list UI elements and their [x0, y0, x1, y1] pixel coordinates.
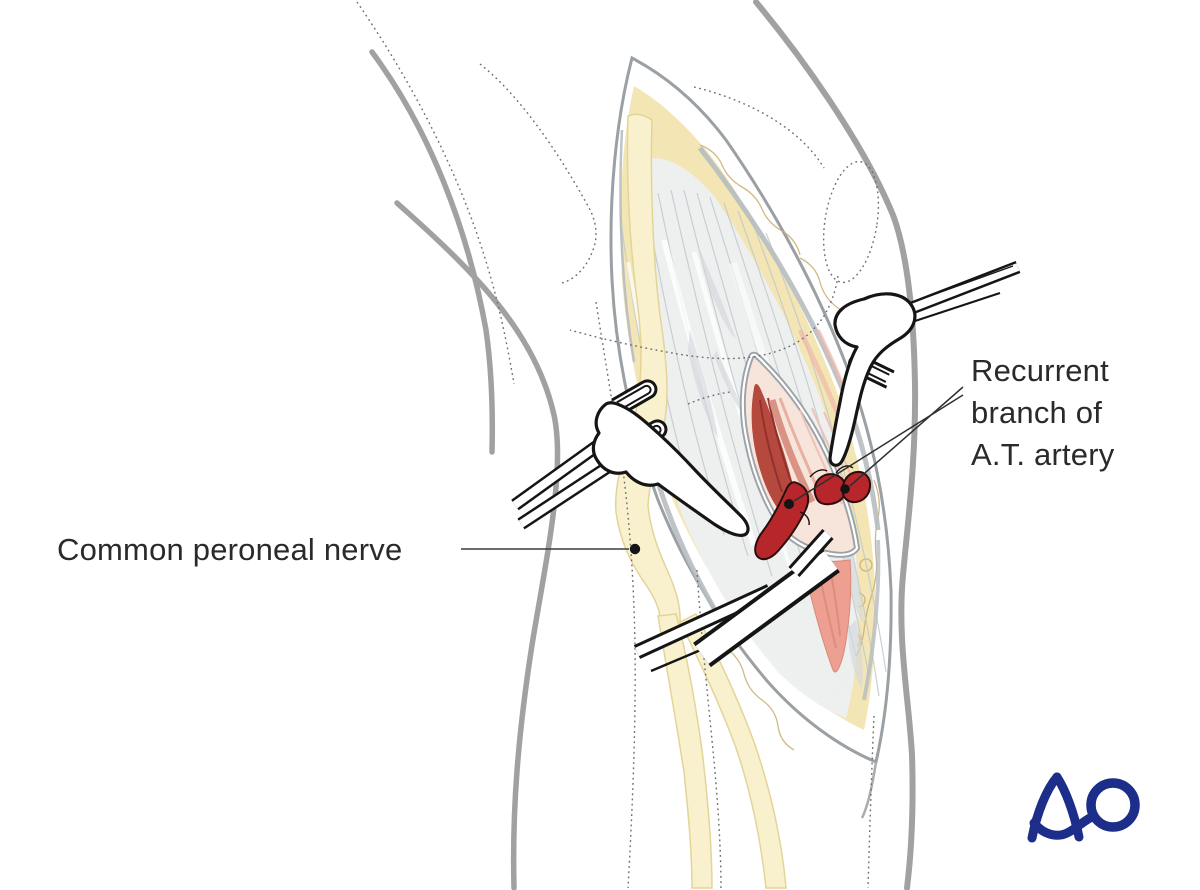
hamstring-calf-contour	[394, 200, 561, 890]
fibular-head-dotted	[822, 160, 880, 284]
incision-wound	[609, 55, 893, 819]
ao-logo	[1027, 772, 1140, 843]
nerve-branch-deep	[678, 613, 787, 889]
artery-stump-left	[754, 481, 810, 561]
artery-label-line3: A.T. artery	[971, 437, 1115, 472]
leader-line-artery	[793, 386, 964, 502]
ao-logo-a-left	[1027, 772, 1062, 843]
ao-logo-o	[1086, 778, 1140, 832]
joint-line-dotted-2	[687, 391, 731, 405]
joint-line-dotted	[569, 275, 839, 360]
leader-dot	[840, 484, 850, 494]
ligature-ties	[799, 465, 854, 526]
rake-body-right	[828, 292, 917, 467]
leader-line-nerve	[461, 543, 641, 555]
leg-outline	[369, 0, 919, 890]
artery-label-line2: branch of	[971, 395, 1102, 430]
patella-dotted	[479, 63, 597, 284]
leader-dot	[629, 543, 641, 555]
nerve-label-text: Common peroneal nerve	[57, 532, 402, 567]
rake-retractor-left	[511, 379, 750, 537]
lateral-leg-contour	[753, 0, 919, 890]
label-artery: Recurrent branch of A.T. artery	[971, 353, 1115, 472]
capsule-dotted-upper	[693, 86, 825, 169]
langenbeck-retractor	[633, 528, 840, 673]
artery-label-line1: Recurrent	[971, 353, 1109, 388]
artery-stump-right-b	[841, 470, 872, 504]
ao-logo-swoosh	[1029, 811, 1099, 840]
peroneal-nerve	[614, 113, 787, 889]
incision-tail	[860, 761, 878, 819]
nerve-trunk	[614, 113, 681, 625]
window-frame-inner	[741, 353, 859, 556]
nerve-branch-superficial	[657, 613, 713, 889]
vertical-dotted-3	[867, 715, 875, 889]
rake-body-left	[591, 401, 750, 537]
thigh-contour	[369, 49, 495, 455]
leader-dot	[784, 499, 794, 509]
rake-handle-right	[909, 260, 1021, 323]
rake-handle-left	[511, 435, 624, 530]
label-nerve: Common peroneal nerve	[57, 532, 402, 567]
artery-stumps	[754, 465, 872, 561]
rake-retractor-right	[828, 260, 1021, 467]
